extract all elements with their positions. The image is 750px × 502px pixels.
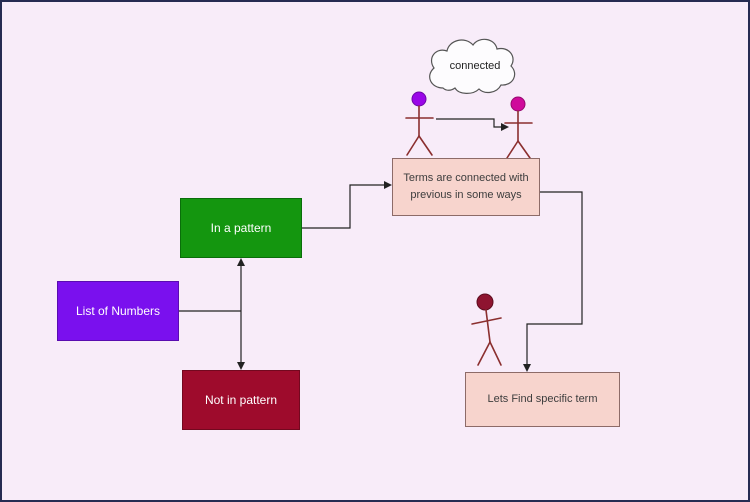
node-terms-connected-label: Terms are connected with previous in som… xyxy=(403,171,529,201)
person-bottom-body xyxy=(485,309,491,343)
person-left-leg-r xyxy=(418,135,433,156)
person-left-figure[interactable] xyxy=(405,91,434,156)
node-list-of-numbers[interactable]: List of Numbers xyxy=(57,281,179,341)
person-right-leg-l xyxy=(506,140,519,159)
arrowhead-into-terms xyxy=(384,181,392,189)
connector-terms-to-find xyxy=(526,191,583,364)
person-right-head xyxy=(510,96,526,112)
node-in-a-pattern[interactable]: In a pattern xyxy=(180,198,302,258)
node-find-specific-term-label: Lets Find specific term xyxy=(487,392,598,405)
person-right-figure[interactable] xyxy=(504,96,533,159)
arrowhead-up-to-pattern xyxy=(237,258,245,266)
cloud-shape[interactable] xyxy=(429,38,516,94)
cloud-label: connected xyxy=(449,60,501,72)
arrowhead-into-find xyxy=(523,364,531,372)
node-not-in-pattern[interactable]: Not in pattern xyxy=(182,370,300,430)
person-bottom-figure[interactable] xyxy=(471,293,502,366)
arrowhead-down-to-notpattern xyxy=(237,362,245,370)
node-find-specific-term[interactable]: Lets Find specific term xyxy=(465,372,620,427)
person-left-leg-l xyxy=(406,135,420,156)
person-bottom-leg-r xyxy=(489,341,502,366)
person-left-head xyxy=(411,91,427,107)
node-list-of-numbers-label: List of Numbers xyxy=(75,304,161,318)
person-bottom-leg-l xyxy=(477,341,491,366)
node-in-a-pattern-label: In a pattern xyxy=(210,221,272,235)
person-bottom-head xyxy=(476,293,494,311)
node-terms-connected[interactable]: Terms are connected with previous in som… xyxy=(392,158,540,216)
arrowhead-person-to-person xyxy=(501,123,509,131)
connector-person-to-person xyxy=(436,118,501,128)
node-not-in-pattern-label: Not in pattern xyxy=(204,393,278,407)
person-bottom-arms xyxy=(471,317,502,325)
connector-pattern-to-terms xyxy=(302,184,384,229)
person-right-leg-r xyxy=(517,140,531,159)
